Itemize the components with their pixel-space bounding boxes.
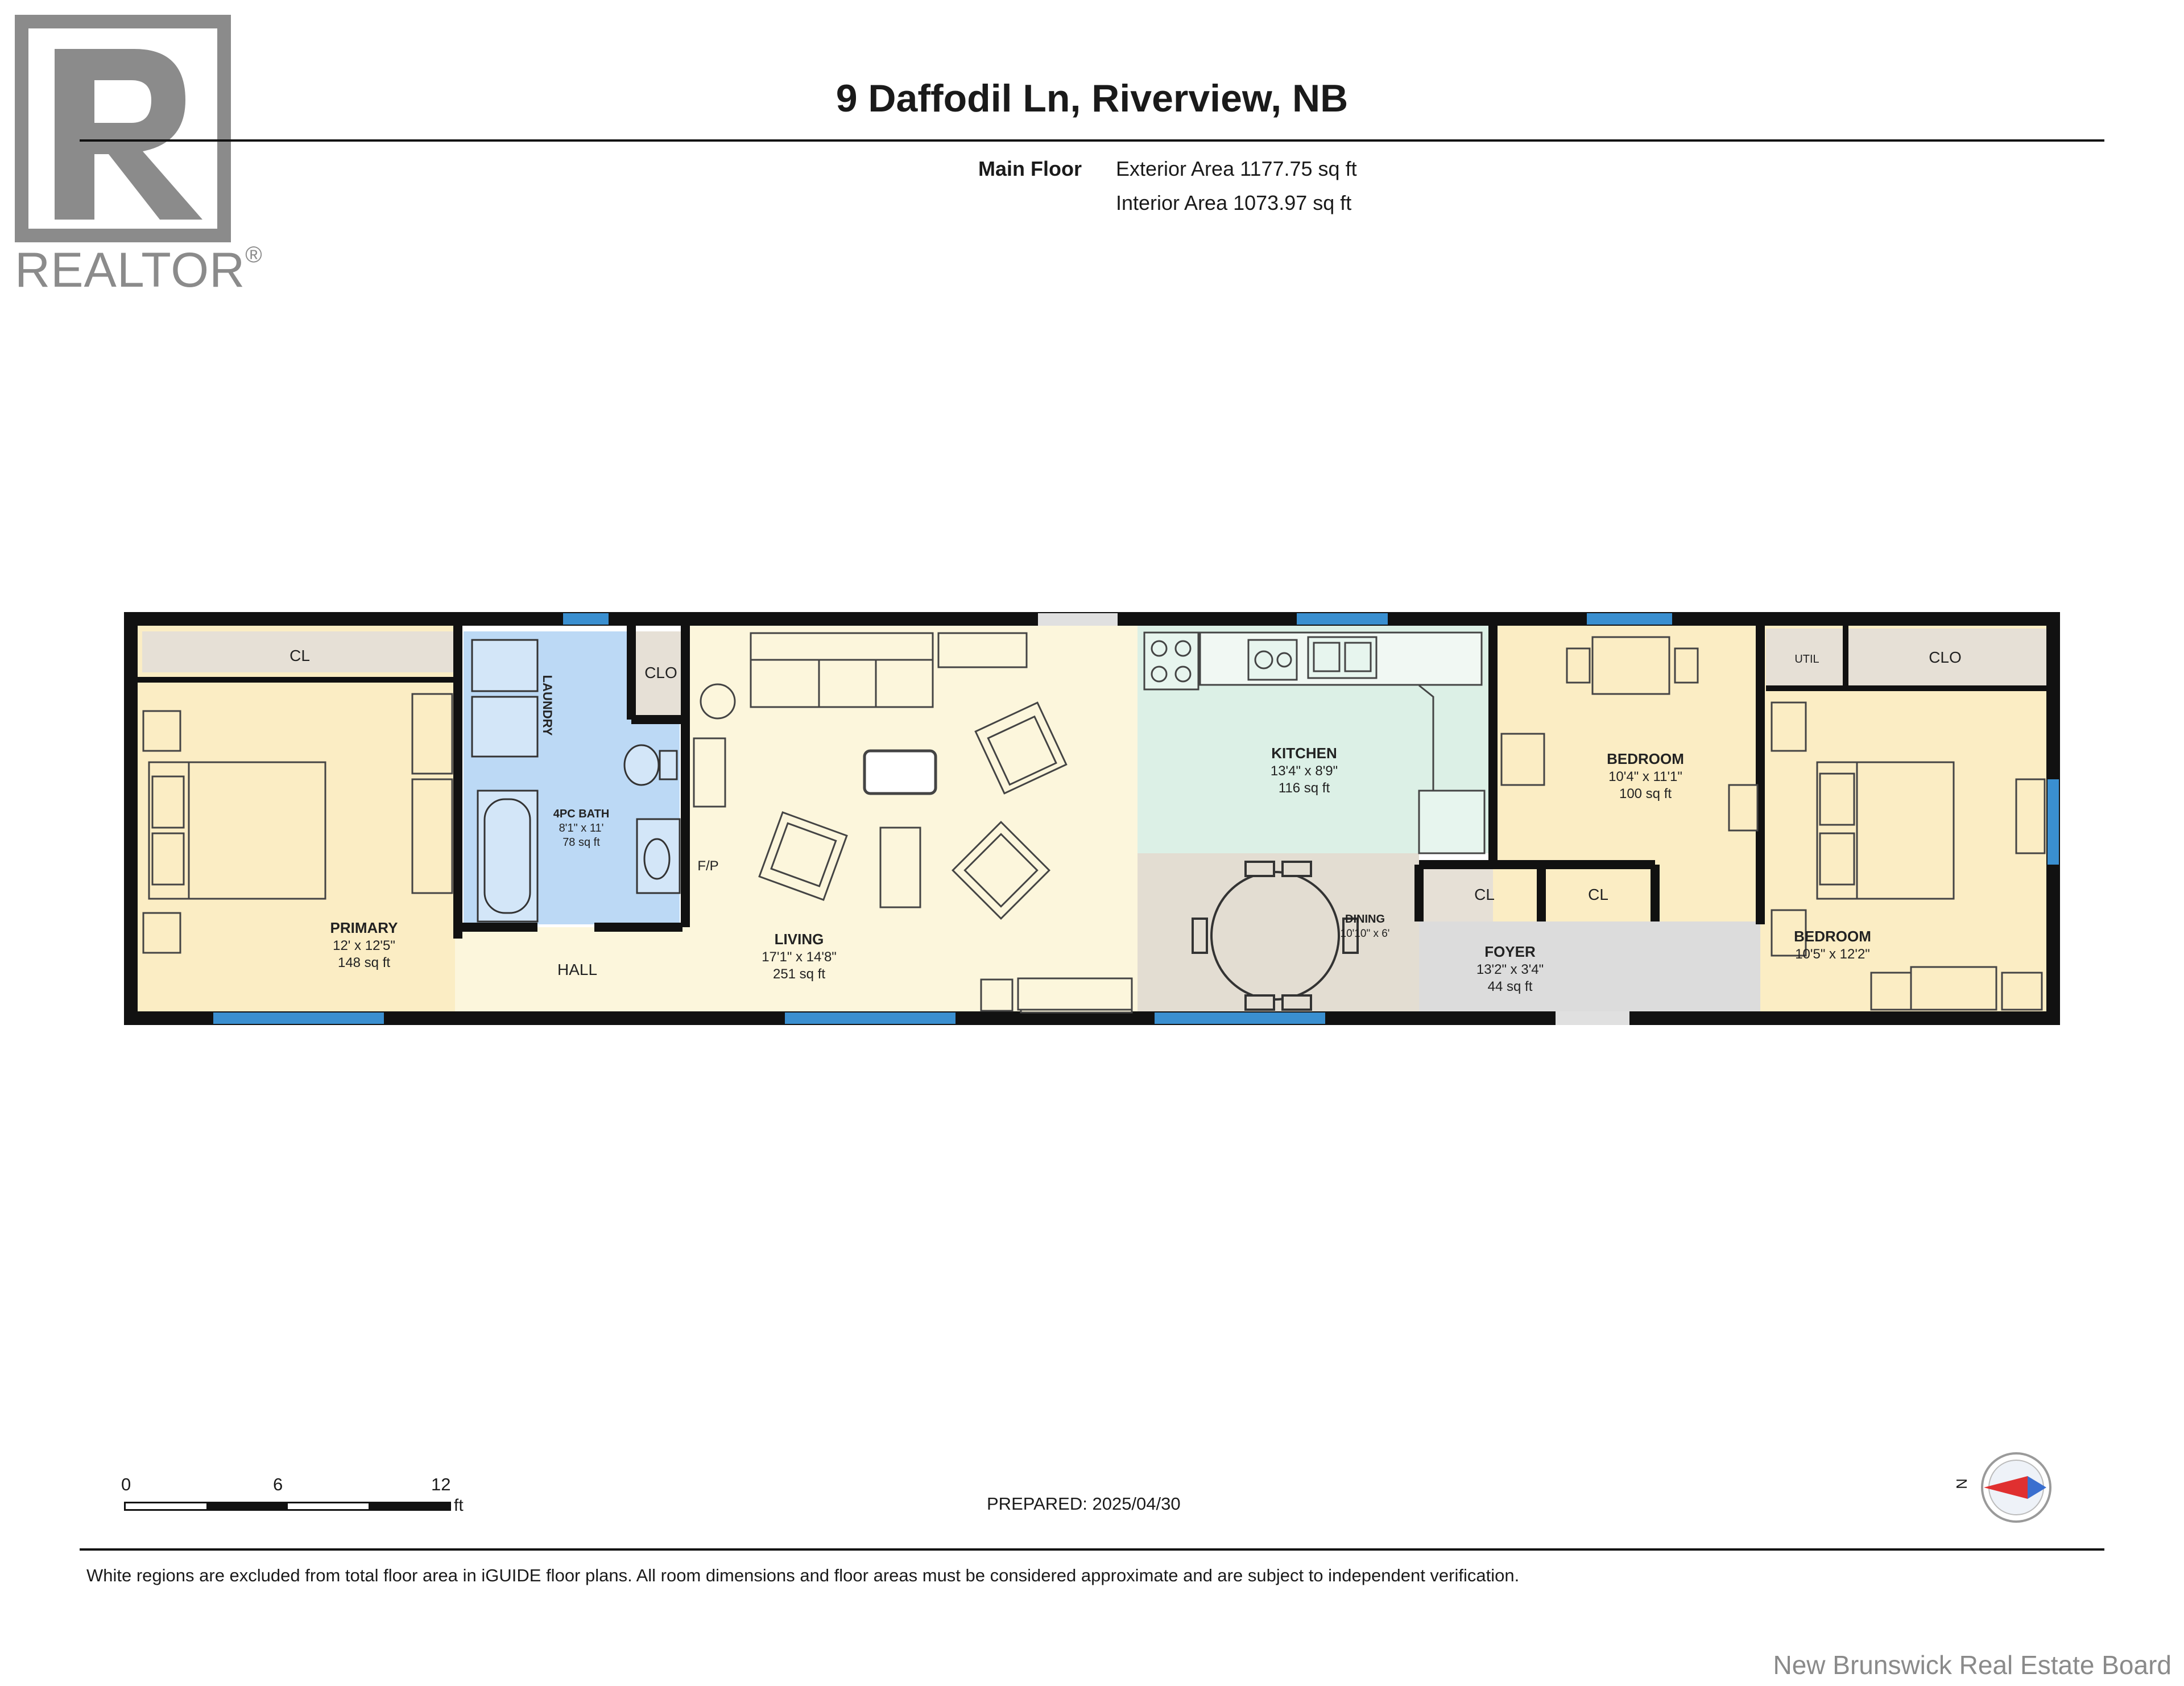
bath-closet-label: CLO [644, 664, 677, 681]
living-furniture [693, 632, 1133, 1014]
living-area: 251 sq ft [773, 966, 825, 982]
kitchen-fixtures [1143, 631, 1486, 854]
bedroom2-closet [1848, 629, 2053, 685]
scale-0: 0 [121, 1474, 131, 1494]
bath-dims: 8'1" x 11' [559, 822, 604, 834]
bath-closet [631, 631, 682, 717]
bedroom1-area: 100 sq ft [1619, 786, 1672, 801]
primary-bed [142, 693, 453, 954]
bath-area: 78 sq ft [562, 836, 600, 849]
kitchen-dims: 13'4" x 8'9" [1271, 763, 1338, 779]
front-door-gap [1038, 613, 1118, 626]
primary-label: PRIMARY [330, 919, 398, 936]
foyer-label: FOYER [1484, 943, 1536, 960]
floor-label: Main Floor [978, 157, 1082, 180]
foyer-room [1419, 921, 1760, 1013]
bedroom-closet-label: CLO [1929, 648, 1962, 666]
exterior-area: Exterior Area 1177.75 sq ft [1116, 157, 1357, 180]
compass-north-letter: N [1953, 1478, 1970, 1489]
hall-area [455, 927, 682, 1013]
realtor-r-logo [15, 15, 231, 242]
living-dims: 17'1" x 14'8" [762, 949, 837, 965]
dining-label: DINING [1345, 913, 1385, 925]
primary-closet [142, 631, 455, 672]
page-title: 9 Daffodil Ln, Riverview, NB [835, 77, 1349, 120]
bedroom1-label: BEDROOM [1607, 750, 1684, 767]
title-rule [80, 139, 2104, 142]
footer-rule [80, 1548, 2104, 1551]
scale-6: 6 [273, 1474, 283, 1494]
util-closet [1766, 629, 1846, 685]
kitchen-label: KITCHEN [1271, 745, 1337, 762]
disclaimer: White regions are excluded from total fl… [86, 1565, 1520, 1585]
dining-dims: 10'10" x 6' [1341, 928, 1390, 940]
primary-area: 148 sq ft [338, 955, 390, 970]
scale-unit: ft [454, 1496, 464, 1515]
compass-icon: N [1945, 1442, 2059, 1533]
bath-fixtures [471, 639, 681, 923]
laundry-label: LAUNDRY [540, 675, 555, 736]
bedroom2-dims: 10'5" x 12'2" [1795, 947, 1870, 962]
realtor-logo: REALTOR® [15, 15, 262, 299]
interior-walls [136, 626, 2053, 939]
util-label: UTIL [1794, 653, 1819, 666]
bedroom1-dims: 10'4" x 11'1" [1608, 769, 1682, 784]
fireplace-label: F/P [697, 858, 718, 874]
watermark: New Brunswick Real Estate Board [1773, 1650, 2171, 1680]
realtor-wordmark: REALTOR [15, 243, 246, 297]
foyer-closet-1-label: CL [1474, 886, 1495, 903]
foyer-closet-2-label: CL [1588, 886, 1608, 903]
foyer-area: 44 sq ft [1488, 979, 1533, 994]
kitchen-area: 116 sq ft [1279, 780, 1330, 796]
primary-dims: 12' x 12'5" [333, 938, 395, 953]
scale-bar [124, 1502, 451, 1511]
primary-closet-label: CL [289, 647, 310, 664]
foyer-door-gap [1556, 1011, 1629, 1025]
living-label: LIVING [775, 931, 824, 948]
windows [213, 613, 2059, 1024]
interior-area: Interior Area 1073.97 sq ft [1116, 191, 1352, 214]
hall-label: HALL [557, 961, 597, 978]
bedroom2-bed [1771, 701, 2046, 1011]
bedroom2-label: BEDROOM [1794, 928, 1871, 945]
foyer-dims: 13'2" x 3'4" [1476, 962, 1544, 977]
bedroom1-furniture [1500, 636, 1759, 832]
prepared-date: PREPARED: 2025/04/30 [987, 1494, 1181, 1514]
registered-mark: ® [245, 242, 263, 267]
dining-table [1192, 861, 1359, 1011]
bath-label: 4PC BATH [553, 808, 610, 820]
scale-12: 12 [431, 1474, 451, 1494]
